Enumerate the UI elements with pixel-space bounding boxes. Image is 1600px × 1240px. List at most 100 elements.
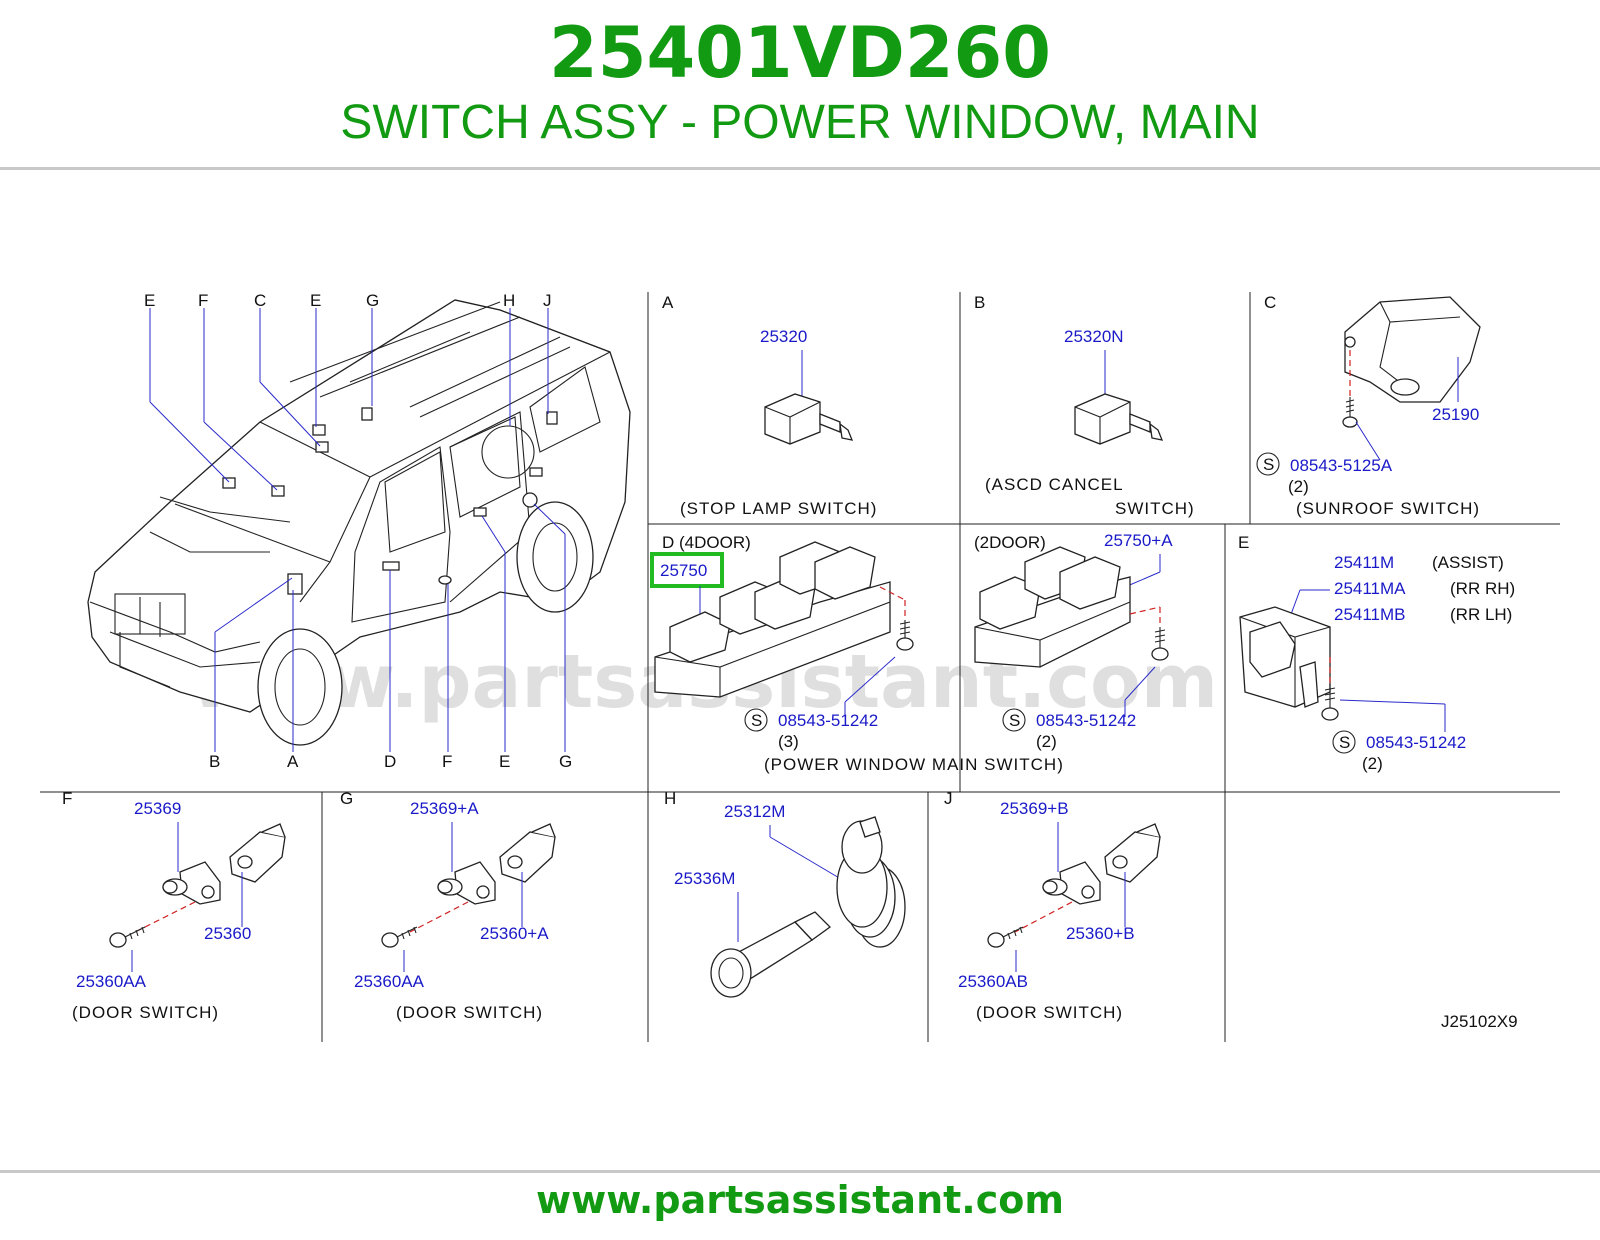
panel-g-letter: G xyxy=(340,789,353,808)
footer-website-link[interactable]: www.partsassistant.com xyxy=(536,1178,1064,1222)
highlighted-part-box xyxy=(650,552,724,588)
sunroof-switch-drawing xyxy=(1344,296,1481,403)
callout-bottom-4: F xyxy=(442,752,452,771)
callout-bottom-1: B xyxy=(209,752,220,771)
panel-e-qty: (2) xyxy=(1362,754,1383,773)
panel-g-screw-number[interactable]: 25360AA xyxy=(354,972,425,991)
panel-f-caption: (DOOR SWITCH) xyxy=(72,1003,219,1022)
panel-f-screw-number[interactable]: 25360AA xyxy=(76,972,147,991)
panel-c-caption: (SUNROOF SWITCH) xyxy=(1296,499,1480,518)
panel-j-bracket-number[interactable]: 25360+B xyxy=(1066,924,1135,943)
panel-c: C 25190 S 08543-5125A (2) (SUNROOF SWITC… xyxy=(1256,293,1481,518)
panel-d-label-4door: D (4DOOR) xyxy=(662,533,751,552)
panel-d-screw-symbol-2door: S xyxy=(1009,711,1020,730)
panel-e-note-2: (RR RH) xyxy=(1450,579,1515,598)
panel-g-screw-drawing xyxy=(381,926,418,948)
panel-d-qty-2door: (2) xyxy=(1036,732,1057,751)
panel-b-part-number[interactable]: 25320N xyxy=(1064,327,1124,346)
callout-top-5: G xyxy=(366,291,379,310)
panel-e-note-3: (RR LH) xyxy=(1450,605,1512,624)
part-description: SWITCH ASSY - POWER WINDOW, MAIN xyxy=(340,96,1260,149)
panel-j: J 25369+B 25360AB 25360+B (DOOR SWITCH) xyxy=(944,789,1161,1022)
panel-b-caption-line2: SWITCH) xyxy=(1115,499,1195,518)
panel-f-screw-drawing xyxy=(109,926,146,948)
callout-bottom-6: G xyxy=(559,752,572,771)
panel-a-letter: A xyxy=(662,293,674,312)
panel-h-lighter-number[interactable]: 25336M xyxy=(674,869,735,888)
panel-d: D (4DOOR) (2DOOR) 25750 S 08543-51242 (3… xyxy=(650,531,1173,774)
footer-divider xyxy=(0,1170,1600,1173)
callout-top-7: J xyxy=(543,291,552,310)
stop-lamp-switch-drawing xyxy=(764,393,854,445)
panel-e-part-3[interactable]: 25411MB xyxy=(1334,605,1406,624)
panel-e-note-1: (ASSIST) xyxy=(1432,553,1504,572)
panel-d-screw-4door[interactable]: 08543-51242 xyxy=(778,711,878,730)
panel-e: E 25411M (ASSIST) 25411MA (RR RH) 25411M… xyxy=(1238,533,1515,773)
callout-top-6: H xyxy=(503,291,515,310)
parts-diagram: www.partsassistant.com xyxy=(40,291,1560,1042)
panel-e-part-2[interactable]: 25411MA xyxy=(1334,579,1406,598)
panel-j-screw-number[interactable]: 25360AB xyxy=(958,972,1028,991)
panel-f-letter: F xyxy=(62,789,72,808)
panel-d-screw-symbol-4door: S xyxy=(751,711,762,730)
callout-top-1: E xyxy=(144,291,155,310)
panel-e-part-1[interactable]: 25411M xyxy=(1334,553,1394,572)
panel-grid xyxy=(40,292,1560,1042)
panel-g-switch-number[interactable]: 25369+A xyxy=(410,799,479,818)
panel-c-screw-number[interactable]: 08543-5125A xyxy=(1290,456,1393,475)
panel-g-door-switch-drawing xyxy=(437,823,556,905)
panel-a-caption: (STOP LAMP SWITCH) xyxy=(680,499,877,518)
panel-f-door-switch-drawing xyxy=(162,823,286,905)
ascd-cancel-switch-drawing xyxy=(1074,393,1164,445)
callout-bottom-2: A xyxy=(287,752,299,771)
callout-bottom-5: E xyxy=(499,752,510,771)
panel-j-door-switch-drawing xyxy=(1042,823,1161,905)
panel-d-part-4door[interactable]: 25750 xyxy=(660,561,707,580)
callout-top-4: E xyxy=(310,291,321,310)
panel-h-socket-number[interactable]: 25312M xyxy=(724,802,785,821)
panel-j-switch-number[interactable]: 25369+B xyxy=(1000,799,1069,818)
callout-top-2: F xyxy=(198,291,208,310)
panel-d-qty-4door: (3) xyxy=(778,732,799,751)
panel-c-letter: C xyxy=(1264,293,1276,312)
panel-g: G 25369+A 25360AA 25360+A (DOOR SWITCH) xyxy=(340,789,556,1022)
panel-b: B 25320N (ASCD CANCEL SWITCH) xyxy=(974,293,1195,518)
power-window-switch-4door-drawing xyxy=(654,541,891,698)
panel-e-letter: E xyxy=(1238,533,1249,552)
panel-j-letter: J xyxy=(944,789,953,808)
part-number-title: 25401VD260 xyxy=(549,12,1051,94)
panel-e-screw-drawing xyxy=(1321,684,1339,721)
panel-e-screw-number[interactable]: 08543-51242 xyxy=(1366,733,1466,752)
drawing-id: J25102X9 xyxy=(1441,1012,1518,1031)
panel-d-screw-drawing xyxy=(896,620,914,651)
panel-e-screw-symbol: S xyxy=(1339,733,1350,752)
header-divider xyxy=(0,167,1600,170)
callout-bottom-3: D xyxy=(384,752,396,771)
panel-j-screw-drawing xyxy=(987,926,1024,948)
panel-d-part-2door[interactable]: 25750+A xyxy=(1104,531,1173,550)
panel-f-switch-number[interactable]: 25369 xyxy=(134,799,181,818)
panel-a-part-number[interactable]: 25320 xyxy=(760,327,807,346)
panel-g-bracket-number[interactable]: 25360+A xyxy=(480,924,549,943)
power-window-switch-2door-drawing xyxy=(974,546,1131,668)
panel-f: F 25369 25360AA 25360 (DOOR SWITCH) xyxy=(62,789,286,1022)
panel-f-bracket-number[interactable]: 25360 xyxy=(204,924,251,943)
cigarette-socket-drawing xyxy=(836,816,906,948)
panel-c-qty: (2) xyxy=(1288,477,1309,496)
cigarette-lighter-drawing xyxy=(710,911,831,998)
callout-top-3: C xyxy=(254,291,266,310)
panel-b-letter: B xyxy=(974,293,985,312)
panel-c-screw-symbol: S xyxy=(1263,455,1274,474)
panel-d-caption: (POWER WINDOW MAIN SWITCH) xyxy=(764,755,1064,774)
panel-d-screw-2door[interactable]: 08543-51242 xyxy=(1036,711,1136,730)
panel-h: H 25312M 25336M xyxy=(664,789,906,998)
panel-h-letter: H xyxy=(664,789,676,808)
sunroof-screw-drawing xyxy=(1342,397,1358,428)
panel-j-caption: (DOOR SWITCH) xyxy=(976,1003,1123,1022)
panel-d-2door-screw-drawing xyxy=(1151,627,1169,661)
panel-c-part-number[interactable]: 25190 xyxy=(1432,405,1479,424)
panel-b-caption-line1: (ASCD CANCEL xyxy=(985,475,1124,494)
panel-g-caption: (DOOR SWITCH) xyxy=(396,1003,543,1022)
vehicle-illustration: E F C E G H J B A D F E G xyxy=(87,291,631,771)
panel-a: A 25320 (STOP LAMP SWITCH) xyxy=(662,293,877,518)
